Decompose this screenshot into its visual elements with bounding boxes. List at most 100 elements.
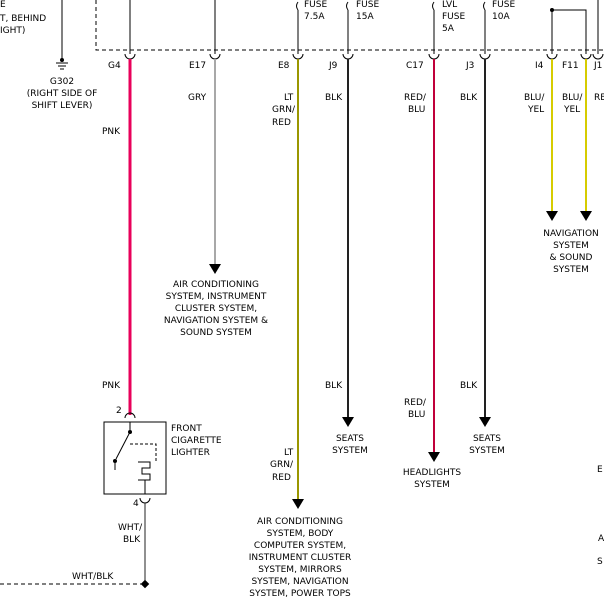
fuse-10a-label-1: FUSE bbox=[492, 0, 515, 10]
ground-note-line-3: IGHT) bbox=[0, 26, 25, 36]
connector-row: G4 E17 E8 J9 C17 J3 I4 F11 J1 bbox=[108, 53, 604, 71]
arrowheads bbox=[209, 211, 592, 509]
e8-dest-line-5: SYSTEM, MIRRORS bbox=[258, 565, 342, 575]
connector-i4-pin: I4 bbox=[535, 61, 544, 71]
lighter-switch-terminal bbox=[113, 459, 117, 463]
g4-color-label-bottom: PNK bbox=[102, 381, 121, 391]
e17-dest-line-3: CLUSTER SYSTEM, bbox=[175, 304, 257, 314]
e8-color-label-lower-3: RED bbox=[272, 473, 291, 483]
connector-i4-cap bbox=[546, 53, 558, 60]
e8-color-label-lower-1: LT bbox=[284, 448, 294, 458]
e8-dest-line-2: SYSTEM, BODY bbox=[267, 529, 334, 539]
j9-arrowhead bbox=[342, 417, 354, 427]
lighter-component-box bbox=[103, 421, 167, 495]
connector-e8-pin: E8 bbox=[278, 61, 290, 71]
ground-splice-dot bbox=[60, 58, 64, 62]
lighter-heating-element bbox=[138, 461, 151, 481]
edge-fragment-2: A bbox=[598, 534, 604, 544]
module-dashed-border bbox=[95, 0, 604, 51]
cigarette-lighter: 2 FRONT CIGARETTE LIGHTER 4 WHT/ BLK WHT… bbox=[0, 406, 222, 589]
e17-dest-line-5: SOUND SYSTEM bbox=[180, 328, 252, 338]
lighter-name-line-3: LIGHTER bbox=[171, 448, 210, 458]
ground-location-line-2: SHIFT LEVER) bbox=[32, 101, 93, 111]
e17-color-label: GRY bbox=[188, 93, 207, 103]
ground-id: G302 bbox=[50, 77, 74, 87]
wire-color-labels: GRY LT GRN/ RED BLK RED/ BLU BLK BLU/ YE… bbox=[102, 93, 604, 483]
e8-dest-line-6: SYSTEM, NAVIGATION bbox=[251, 577, 348, 587]
c17-color-label-lower-1: RED/ bbox=[404, 398, 427, 408]
connector-g4-pin: G4 bbox=[108, 61, 121, 71]
fuse-symbol-c17 bbox=[432, 1, 435, 11]
e8-dest-line-1: AIR CONDITIONING bbox=[257, 517, 343, 527]
lighter-connector-cap-out bbox=[139, 497, 151, 504]
connector-j9-pin: J9 bbox=[328, 61, 338, 71]
nav-dest-line-2: SYSTEM bbox=[553, 241, 589, 251]
e17-arrowhead bbox=[209, 264, 221, 274]
nav-feed-bus bbox=[551, 9, 587, 54]
i4-color-label-1: BLU/ bbox=[524, 93, 545, 103]
ground-section: E T, BEHIND IGHT) G302 (RIGHT SIDE OF SH… bbox=[0, 0, 97, 111]
j9-color-label-lower: BLK bbox=[325, 381, 343, 391]
lighter-out-color-2: BLK bbox=[123, 535, 141, 545]
connector-f11-pin: F11 bbox=[562, 61, 579, 71]
connector-e17-cap bbox=[209, 53, 221, 60]
f11-color-label-2: YEL bbox=[563, 105, 580, 115]
j9-dest-line-1: SEATS bbox=[336, 434, 364, 444]
i4-color-label-2: YEL bbox=[527, 105, 544, 115]
j3-dest-line-1: SEATS bbox=[473, 434, 501, 444]
i4-arrowhead bbox=[546, 211, 558, 221]
g4-color-label-top: PNK bbox=[102, 127, 121, 137]
c17-arrowhead bbox=[428, 452, 440, 462]
connector-e17-pin: E17 bbox=[189, 61, 206, 71]
c17-color-label-2: BLU bbox=[408, 105, 425, 115]
fuse-15a-label-2: 15A bbox=[356, 12, 374, 22]
e8-arrowhead bbox=[292, 499, 304, 509]
nav-dest-line-4: SYSTEM bbox=[553, 265, 589, 275]
nav-dest-line-3: & SOUND bbox=[550, 253, 593, 263]
j3-dest-line-2: SYSTEM bbox=[469, 446, 505, 456]
fuse-15a-label-1: FUSE bbox=[356, 0, 379, 10]
lighter-connector-cap-in bbox=[124, 412, 136, 419]
connector-j9-cap bbox=[342, 53, 354, 60]
e8-color-label-lower-2: GRN/ bbox=[270, 460, 294, 470]
j3-color-label: BLK bbox=[460, 93, 478, 103]
fuse-7-5a-label-2: 7.5A bbox=[304, 12, 325, 22]
e8-dest-line-3: COMPUTER SYSTEM, bbox=[254, 541, 346, 551]
wires bbox=[128, 59, 587, 500]
c17-color-label-1: RED/ bbox=[404, 93, 427, 103]
nav-dest-line-1: NAVIGATION bbox=[543, 229, 599, 239]
lighter-pin-out: 4 bbox=[133, 499, 139, 509]
right-edge-fragments: E A S bbox=[597, 465, 604, 567]
connector-e8-cap bbox=[292, 53, 304, 60]
ground-note-line-1: E bbox=[0, 0, 6, 10]
j3-arrowhead bbox=[479, 417, 491, 427]
destination-labels: AIR CONDITIONING SYSTEM, INSTRUMENT CLUS… bbox=[164, 229, 599, 599]
connector-j3-pin: J3 bbox=[465, 61, 474, 71]
nav-feed-splice bbox=[550, 8, 554, 12]
ground-bus-splice bbox=[140, 579, 150, 589]
connector-j1-pin: J1 bbox=[593, 61, 602, 71]
lighter-dashed-link bbox=[130, 443, 157, 462]
connector-j1-cap bbox=[592, 53, 604, 60]
edge-fragment-1: E bbox=[597, 465, 603, 475]
fuse-7-5a-label-1: FUSE bbox=[304, 0, 327, 10]
e8-color-label-3: RED bbox=[272, 118, 291, 128]
j9-color-label: BLK bbox=[325, 93, 343, 103]
lighter-pin-in: 2 bbox=[116, 406, 122, 416]
lighter-out-color-1: WHT/ bbox=[118, 523, 143, 533]
connector-c17-cap bbox=[428, 53, 440, 60]
ground-location-line-1: (RIGHT SIDE OF bbox=[27, 89, 98, 99]
connector-g4-cap bbox=[124, 53, 136, 60]
connector-f11-cap bbox=[580, 53, 592, 60]
j1-color-label: RE bbox=[594, 93, 604, 103]
fuse-symbol-j3 bbox=[483, 1, 486, 11]
fuse-lvl-5a-label-3: 5A bbox=[442, 24, 455, 34]
fuse-symbol-j9 bbox=[346, 1, 349, 11]
c17-dest-line-2: SYSTEM bbox=[414, 480, 450, 490]
e17-dest-line-4: NAVIGATION SYSTEM & bbox=[164, 316, 268, 326]
fuse-lvl-5a-label-1: LVL bbox=[442, 0, 457, 10]
e8-dest-line-7: SYSTEM, POWER TOPS bbox=[249, 589, 351, 599]
lighter-switch-blade bbox=[115, 431, 131, 460]
connector-j3-cap bbox=[479, 53, 491, 60]
f11-color-label-1: BLU/ bbox=[562, 93, 583, 103]
